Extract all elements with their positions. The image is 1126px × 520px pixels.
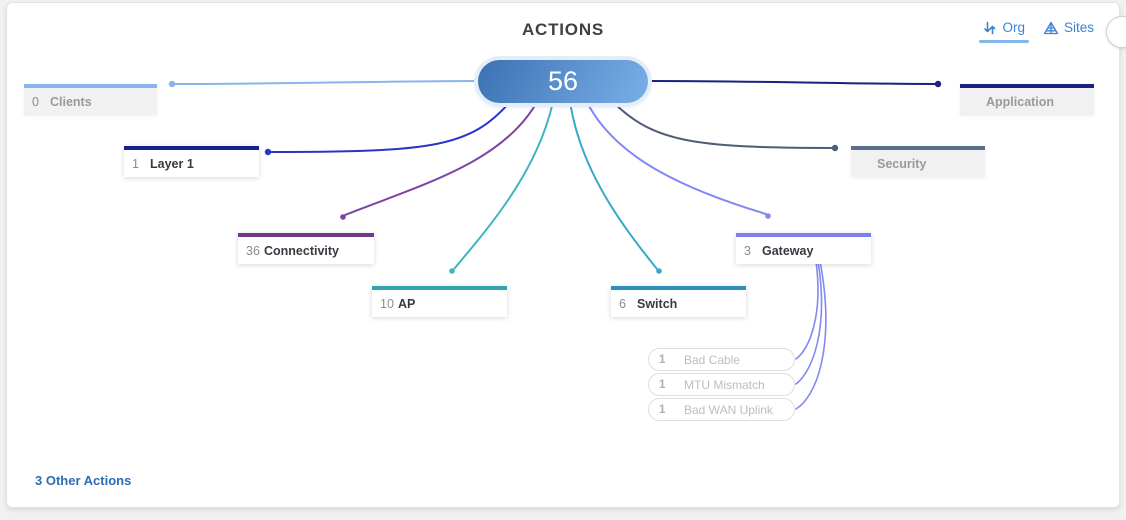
tab-sites[interactable]: Sites [1043, 20, 1094, 41]
node-ap[interactable]: 10 AP [372, 286, 507, 317]
node-gateway-count: 3 [744, 243, 751, 258]
node-security-label: Security [877, 156, 927, 171]
node-switch-label: Switch [637, 296, 678, 311]
view-toggle: Org Sites [979, 20, 1094, 43]
subnode-bad-wan-uplink-count: 1 [659, 403, 666, 416]
org-sort-icon [984, 21, 996, 34]
root-actions-node[interactable]: 56 [478, 60, 648, 103]
other-actions-link[interactable]: 3 Other Actions [35, 473, 132, 488]
node-security[interactable]: Security [851, 146, 985, 177]
node-connectivity-label: Connectivity [264, 243, 340, 258]
node-layer1-count: 1 [132, 156, 139, 171]
node-clients-label: Clients [50, 94, 92, 109]
tab-org-label: Org [1002, 20, 1025, 35]
node-clients[interactable]: 0 Clients [24, 84, 157, 115]
tab-org[interactable]: Org [979, 20, 1029, 43]
node-gateway[interactable]: 3 Gateway [736, 233, 871, 264]
node-clients-count: 0 [32, 94, 39, 109]
node-ap-count: 10 [380, 296, 394, 311]
subnode-mtu-mismatch-label: MTU Mismatch [684, 377, 765, 392]
sites-map-icon [1043, 21, 1059, 34]
node-connectivity-count: 36 [246, 243, 260, 258]
subnode-bad-cable[interactable]: 1 Bad Cable [648, 348, 795, 371]
subnode-bad-cable-label: Bad Cable [684, 352, 741, 367]
subnode-mtu-mismatch[interactable]: 1 MTU Mismatch [648, 373, 795, 396]
node-switch-count: 6 [619, 296, 626, 311]
node-gateway-label: Gateway [762, 243, 814, 258]
node-layer1-label: Layer 1 [150, 156, 194, 171]
tab-sites-label: Sites [1063, 20, 1094, 35]
node-layer1[interactable]: 1 Layer 1 [124, 146, 259, 177]
node-application-label: Application [986, 94, 1055, 109]
node-switch[interactable]: 6 Switch [611, 286, 746, 317]
node-ap-label: AP [398, 296, 416, 311]
root-count: 56 [547, 66, 579, 96]
node-application[interactable]: Application [960, 84, 1094, 115]
node-connectivity[interactable]: 36 Connectivity [238, 233, 374, 264]
page-title: ACTIONS [521, 20, 605, 39]
subnode-bad-wan-uplink[interactable]: 1 Bad WAN Uplink [648, 398, 795, 421]
subnode-bad-wan-uplink-label: Bad WAN Uplink [684, 402, 773, 417]
subnode-bad-cable-count: 1 [659, 353, 666, 366]
subnode-mtu-mismatch-count: 1 [659, 378, 666, 391]
